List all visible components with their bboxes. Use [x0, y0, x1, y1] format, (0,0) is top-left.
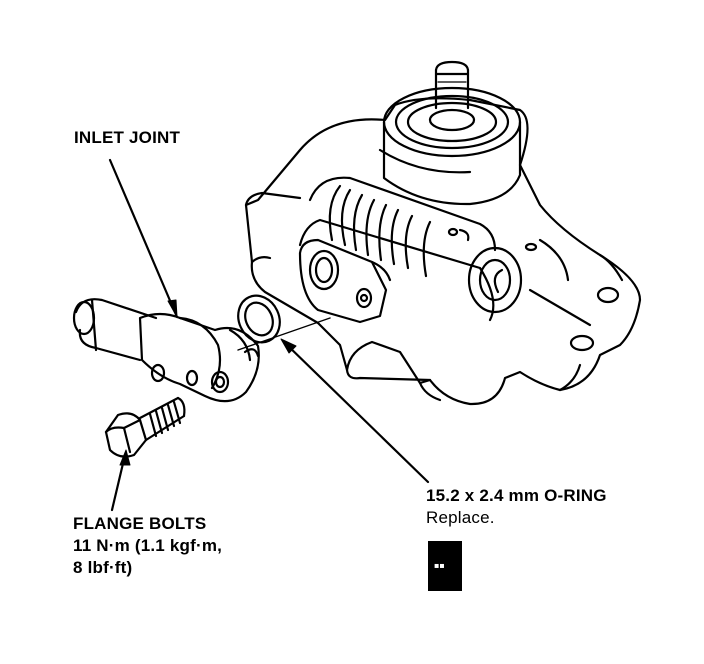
inlet-joint-arrow: [167, 299, 178, 318]
flange-bolts-callout: FLANGE BOLTS 11 N·m (1.1 kgf·m, 8 lbf·ft…: [73, 513, 222, 579]
o-ring-callout: 15.2 x 2.4 mm O-RING Replace.: [426, 485, 607, 529]
pump-body: [244, 60, 642, 406]
flange-bolt: [104, 396, 186, 458]
inlet-joint: [72, 298, 260, 403]
leader-lines: [108, 158, 430, 512]
o-ring-note: Replace.: [426, 508, 495, 527]
replace-part-glyph: ▪▪: [434, 561, 445, 570]
inlet-joint-label: INLET JOINT: [74, 128, 181, 147]
o-ring: [237, 294, 281, 344]
flange-bolt-arrow: [119, 449, 131, 466]
inlet-joint-leader: [108, 158, 179, 319]
installation-centerline: [237, 317, 331, 351]
o-ring-title: 15.2 x 2.4 mm O-RING: [426, 486, 607, 505]
flange-bolts-torque-line2: 8 lbf·ft): [73, 558, 133, 577]
o-ring-leader: [281, 339, 430, 484]
flange-bolts-torque-line1: 11 N·m (1.1 kgf·m,: [73, 536, 223, 555]
o-ring-arrow: [280, 338, 297, 354]
flange-bolts-title: FLANGE BOLTS: [73, 514, 207, 533]
replace-part-icon: ▪▪: [428, 541, 462, 591]
